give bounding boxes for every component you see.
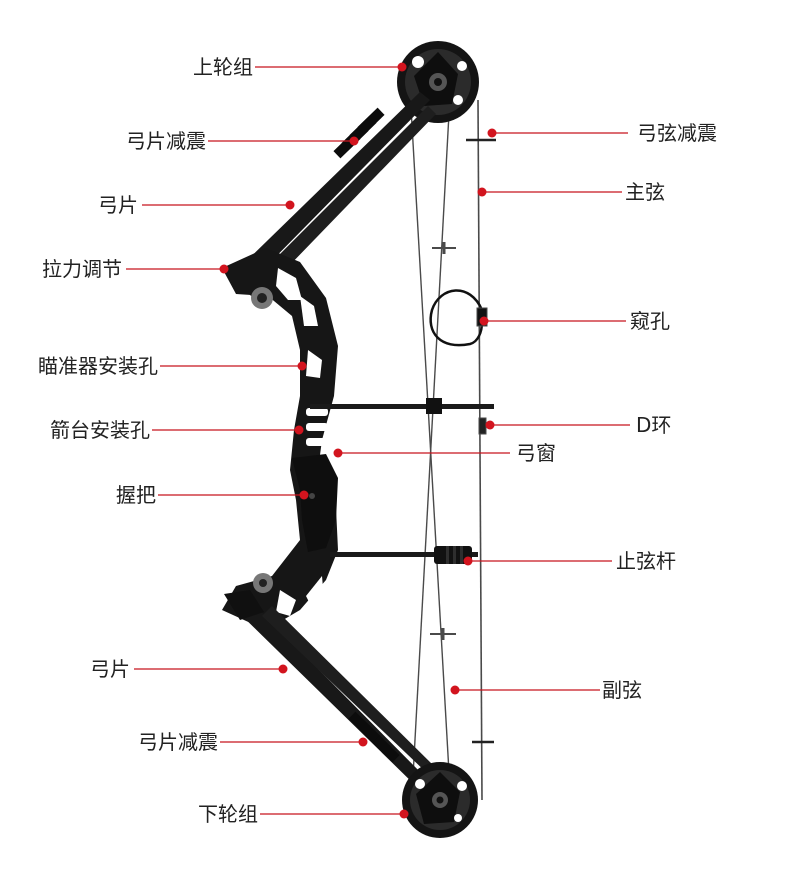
dot-rest-mount — [294, 425, 304, 435]
cable-line-a — [409, 89, 451, 791]
leader-dots — [219, 62, 497, 819]
dot-peep-sight — [479, 316, 489, 326]
label-limb-upper: 弓片 — [98, 193, 138, 217]
dot-main-string — [477, 187, 487, 197]
label-lower-cam: 下轮组 — [198, 802, 258, 826]
peep-loop-path — [429, 289, 484, 347]
dot-string-stop — [463, 556, 473, 566]
dot-draw-weight — [219, 264, 229, 274]
label-peep-sight: 窥孔 — [630, 309, 670, 333]
lower-cam-graphic — [402, 762, 478, 838]
rest-rod-graphic — [310, 398, 494, 414]
label-rest-mount: 箭台安装孔 — [50, 418, 150, 442]
label-limb-damper-upper: 弓片减震 — [126, 129, 206, 153]
label-upper-cam: 上轮组 — [193, 55, 253, 79]
dot-upper-cam — [397, 62, 407, 72]
leader-lines — [126, 66, 630, 815]
main-string-line — [477, 99, 483, 801]
dot-grip — [299, 490, 309, 500]
label-limb-damper-lower: 弓片减震 — [138, 730, 218, 754]
lower-limb-graphic — [224, 590, 434, 790]
label-string-stop-rod: 止弦杆 — [616, 549, 676, 573]
label-d-loop: D环 — [636, 413, 672, 437]
string-stop-graphic — [330, 546, 478, 564]
d-loop-body — [478, 417, 487, 435]
bow-illustration — [222, 41, 496, 838]
cable-line-b — [411, 94, 451, 796]
dot-limb-damper-upper — [349, 136, 359, 146]
label-arrow-window: 弓窗 — [516, 441, 556, 465]
dot-sight-mount — [297, 361, 307, 371]
dot-limb-lower — [278, 664, 288, 674]
dot-limb-damper-lower — [358, 737, 368, 747]
dot-lower-cam — [399, 809, 409, 819]
label-draw-weight-adjust: 拉力调节 — [42, 257, 122, 281]
dot-cables — [450, 685, 460, 695]
label-string-suppressor: 弓弦减震 — [637, 121, 717, 145]
dot-limb-upper — [285, 200, 295, 210]
riser-graphic — [222, 248, 338, 630]
dot-d-loop — [485, 420, 495, 430]
label-limb-lower: 弓片 — [90, 657, 130, 681]
dot-string-suppressor — [487, 128, 497, 138]
dot-window — [333, 448, 343, 458]
label-grip: 握把 — [116, 483, 156, 507]
label-sight-mount: 瞄准器安装孔 — [38, 354, 158, 378]
label-main-string: 主弦 — [625, 180, 665, 204]
label-cables: 副弦 — [602, 678, 642, 702]
